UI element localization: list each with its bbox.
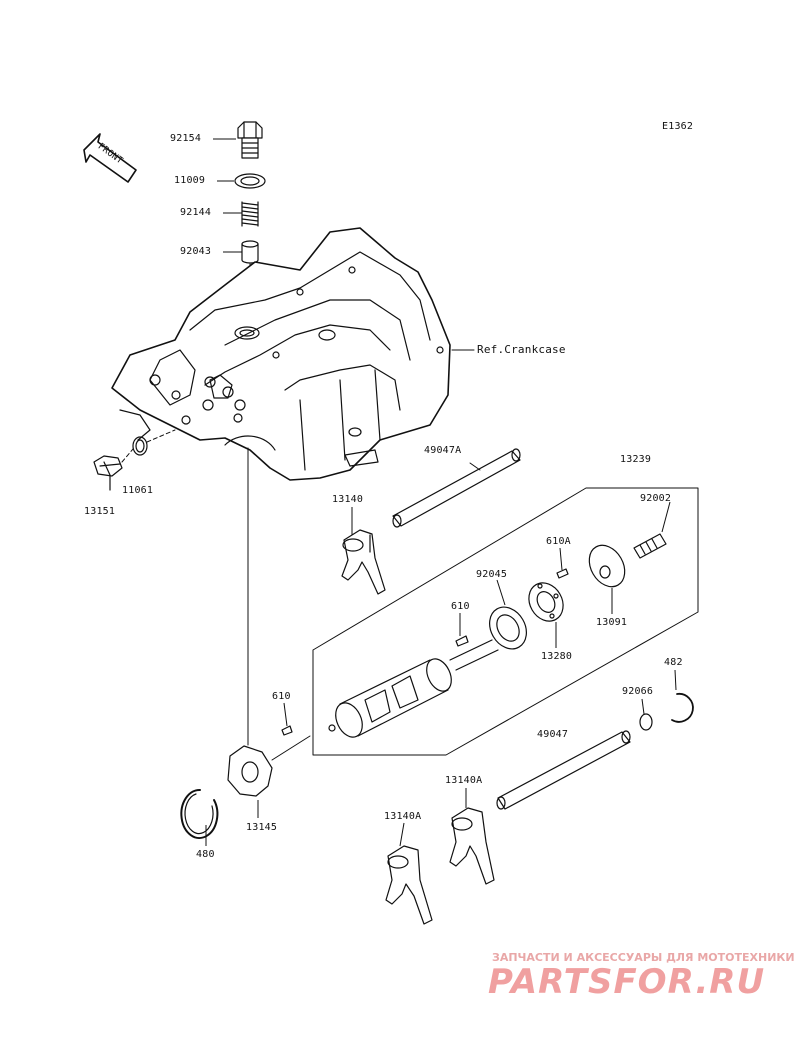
spring-part <box>241 201 259 227</box>
watermark-subtitle: ЗАПЧАСТИ И АКСЕССУАРЫ ДЛЯ МОТОТЕХНИКИ <box>492 951 795 964</box>
part-label-13140A-right: 13140A <box>445 775 483 786</box>
circlip-part <box>180 788 219 839</box>
pin-holder-part <box>528 582 564 622</box>
shift-gear-part <box>227 745 273 797</box>
shift-fork-a-left-part <box>385 845 433 925</box>
part-label-610-middle: 610 <box>451 601 470 612</box>
diagram-code: E1362 <box>662 121 694 132</box>
o-ring-part <box>132 436 148 456</box>
part-label-92154: 92154 <box>170 133 202 144</box>
part-label-13151: 13151 <box>84 506 116 517</box>
fork-shaft-part <box>496 730 631 810</box>
part-label-49047A: 49047A <box>424 445 462 456</box>
part-label-92066: 92066 <box>622 686 654 697</box>
crankcase-part <box>111 227 451 481</box>
part-label-92002: 92002 <box>640 493 672 504</box>
washer-part <box>234 173 266 189</box>
dowel-pin-c-part <box>281 725 293 736</box>
watermark-brand: PARTSFOR.RU <box>488 962 766 1002</box>
part-label-13239: 13239 <box>620 454 652 465</box>
pin-part <box>241 240 259 264</box>
neutral-switch-part <box>93 455 123 491</box>
part-label-482: 482 <box>664 657 683 668</box>
shift-fork-a-right-part <box>449 807 495 885</box>
part-label-13140: 13140 <box>332 494 364 505</box>
part-label-92043: 92043 <box>180 246 212 257</box>
circlip-small-part <box>671 692 694 723</box>
part-label-11061: 11061 <box>122 485 154 496</box>
part-label-13145: 13145 <box>246 822 278 833</box>
dowel-pin-a-part <box>556 568 569 579</box>
part-label-610-lower: 610 <box>272 691 291 702</box>
collar-part <box>639 713 653 731</box>
part-label-49047: 49047 <box>537 729 569 740</box>
part-label-13280: 13280 <box>541 651 573 662</box>
drum-assembly-bracket <box>312 487 699 756</box>
reference-crankcase-label: Ref.Crankcase <box>477 343 566 356</box>
part-label-480: 480 <box>196 849 215 860</box>
fork-shaft-a-part <box>392 448 521 528</box>
shift-drum-part <box>328 639 499 738</box>
front-arrow-icon <box>83 133 137 183</box>
plug-bolt-part <box>237 121 263 159</box>
part-label-610A: 610A <box>546 536 571 547</box>
part-label-13091: 13091 <box>596 617 628 628</box>
part-label-11009: 11009 <box>174 175 206 186</box>
shift-fork-part <box>341 529 386 595</box>
shift-plate-part <box>588 544 626 588</box>
bearing-part <box>489 606 527 650</box>
dowel-pin-b-part <box>455 635 469 647</box>
part-label-13140A-left: 13140A <box>384 811 422 822</box>
part-label-92144: 92144 <box>180 207 212 218</box>
part-label-92045: 92045 <box>476 569 508 580</box>
drum-bolt-part <box>633 533 667 559</box>
